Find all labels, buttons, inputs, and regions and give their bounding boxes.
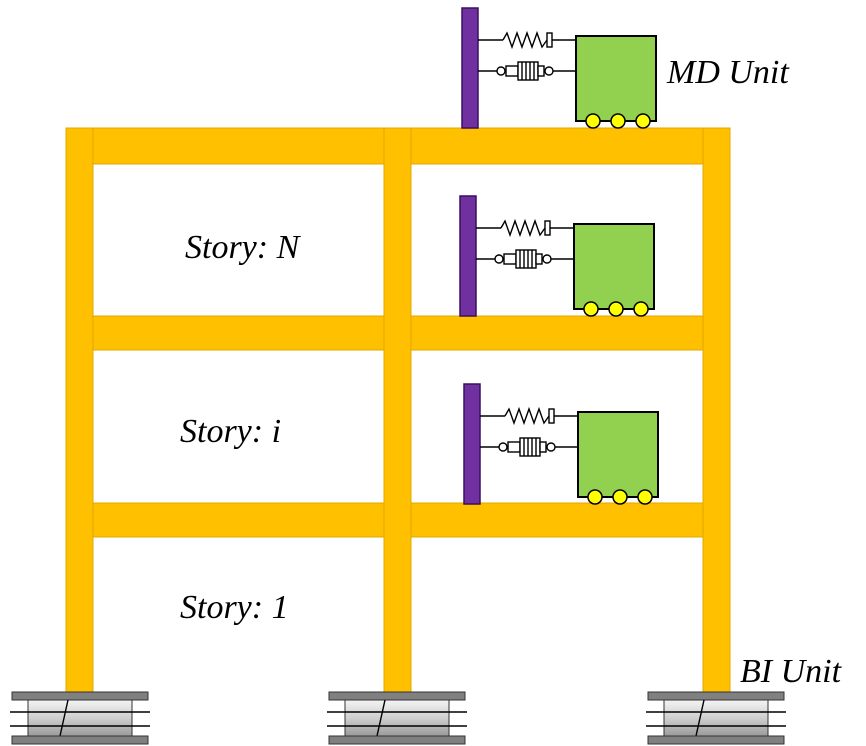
bearing-bottom-plate <box>647 735 785 745</box>
story-i-label: Story: i <box>180 413 281 450</box>
md-unit-roof <box>461 7 657 129</box>
bi-unit-label: BI Unit <box>740 653 843 690</box>
story-1-label: Story: 1 <box>180 589 289 626</box>
bearing-top-plate <box>647 691 785 701</box>
md-post <box>461 7 479 129</box>
wheel-icon <box>633 301 649 317</box>
wheel-icon <box>585 113 601 129</box>
mass-block <box>577 411 659 498</box>
md-post <box>463 383 481 505</box>
wheel-icon <box>610 113 626 129</box>
base-isolation-bearing-icon <box>27 699 133 737</box>
bi-bearing-middle <box>327 691 467 745</box>
md-unit-story-i <box>463 383 659 505</box>
spring-icon <box>476 218 574 238</box>
mass-block <box>573 223 655 310</box>
spring-icon <box>478 30 576 50</box>
damper-icon <box>478 61 576 81</box>
column-left <box>65 127 94 695</box>
md-post <box>459 195 477 317</box>
bearing-top-plate <box>11 691 149 701</box>
bearing-bottom-plate <box>11 735 149 745</box>
story-n-label: Story: N <box>185 229 302 266</box>
wheel-icon <box>608 301 624 317</box>
wheel-icon <box>635 113 651 129</box>
md-unit-label: MD Unit <box>666 54 790 91</box>
bearing-top-plate <box>328 691 466 701</box>
column-right <box>702 127 731 695</box>
damper-icon <box>480 437 578 457</box>
wheel-icon <box>583 301 599 317</box>
base-isolation-bearing-icon <box>344 699 450 737</box>
bi-bearing-left <box>10 691 150 745</box>
md-unit-story-n <box>459 195 655 317</box>
wheel-icon <box>612 489 628 505</box>
wheel-icon <box>587 489 603 505</box>
base-isolation-bearing-icon <box>663 699 769 737</box>
column-middle <box>383 127 412 695</box>
frame <box>65 127 731 695</box>
spring-icon <box>480 406 578 426</box>
damper-icon <box>476 249 574 269</box>
wheel-icon <box>637 489 653 505</box>
mass-block <box>575 35 657 122</box>
bi-bearing-right <box>646 691 786 745</box>
bearing-bottom-plate <box>328 735 466 745</box>
